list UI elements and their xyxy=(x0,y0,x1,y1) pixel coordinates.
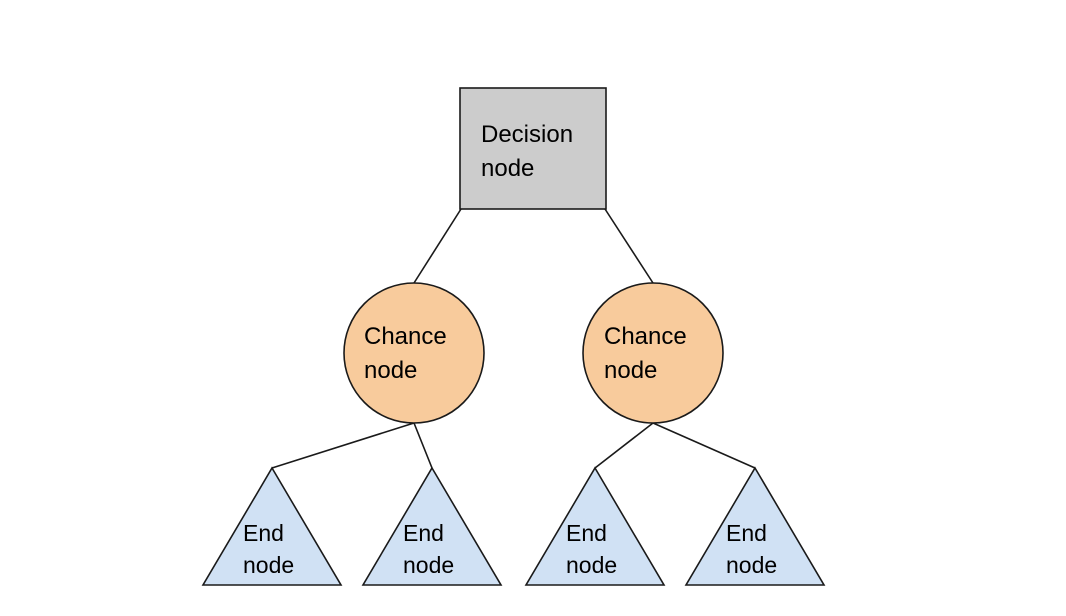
end-node-1[interactable]: End node xyxy=(201,466,343,586)
chance-node-right-shape[interactable] xyxy=(582,282,724,424)
connector-chance-right-to-end-3 xyxy=(594,422,654,469)
connector-chance-left-to-end-2 xyxy=(413,422,433,469)
end-node-4-shape[interactable] xyxy=(684,466,826,586)
connector-group-chance-right-to-end xyxy=(594,422,756,469)
end-node-2[interactable]: End node xyxy=(361,466,503,586)
end-node-1-shape[interactable] xyxy=(201,466,343,586)
connector-group-chance-left-to-end xyxy=(271,422,433,469)
chance-node-right-label-line2: node xyxy=(604,357,657,384)
end-node-4[interactable]: End node xyxy=(684,466,826,586)
decision-node-shape[interactable] xyxy=(459,87,607,210)
end-node-2-label-line2: node xyxy=(403,552,454,578)
end-node-2-shape[interactable] xyxy=(361,466,503,586)
chance-node-right[interactable]: Chance node xyxy=(582,282,724,424)
end-node-4-label-line1: End xyxy=(726,520,767,546)
end-node-2-label-line1: End xyxy=(403,520,444,546)
end-node-1-label-line2: node xyxy=(243,552,294,578)
chance-node-left[interactable]: Chance node xyxy=(343,282,485,424)
end-node-1-label-line1: End xyxy=(243,520,284,546)
end-node-3-label-line1: End xyxy=(566,520,607,546)
decision-node-label-line2: node xyxy=(481,155,534,182)
connector-decision-to-chance-left xyxy=(413,208,462,284)
chance-node-left-label-line1: Chance xyxy=(364,323,447,350)
end-node-3[interactable]: End node xyxy=(524,466,666,586)
decision-node-label-line1: Decision xyxy=(481,121,573,148)
chance-node-left-shape[interactable] xyxy=(343,282,485,424)
connector-decision-to-chance-right xyxy=(604,208,654,284)
end-node-3-shape[interactable] xyxy=(524,466,666,586)
connector-group-decision-to-chance xyxy=(413,208,654,284)
end-node-3-label-line2: node xyxy=(566,552,617,578)
connector-chance-left-to-end-1 xyxy=(271,422,415,469)
decision-node[interactable]: Decision node xyxy=(459,87,607,210)
chance-node-right-label-line1: Chance xyxy=(604,323,687,350)
end-node-4-label-line2: node xyxy=(726,552,777,578)
chance-node-left-label-line2: node xyxy=(364,357,417,384)
connector-chance-right-to-end-4 xyxy=(652,422,756,469)
